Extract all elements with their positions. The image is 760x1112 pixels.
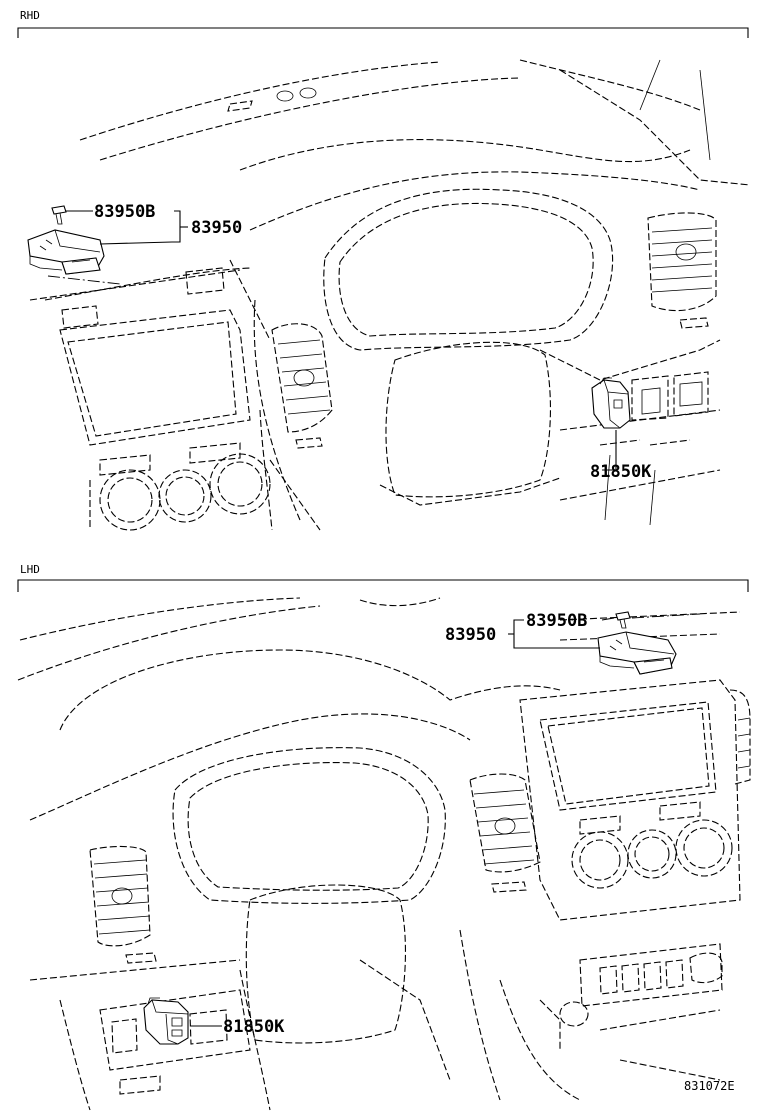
rhd-section-title: RHD — [20, 9, 40, 22]
rhd-label-83950b: 83950B — [94, 202, 155, 222]
lhd-label-83950b: 83950B — [526, 611, 587, 631]
lhd-section-bracket — [17, 579, 749, 592]
rhd-switch-assembly-83950 — [27, 229, 121, 285]
rhd-leader-lines — [66, 210, 617, 471]
lhd-section: LHD — [17, 563, 751, 1111]
rhd-section: RHD — [17, 9, 751, 531]
rhd-label-83950: 83950 — [191, 218, 242, 238]
rhd-switch-81850k — [591, 377, 631, 429]
rhd-section-bracket — [17, 27, 749, 38]
lhd-section-title: LHD — [20, 563, 40, 576]
lhd-switch-81850k — [143, 997, 189, 1045]
lhd-switch-assembly-83950 — [597, 631, 677, 675]
lhd-dashboard-drawing — [17, 597, 751, 1111]
lhd-clip-83950b — [615, 611, 701, 629]
rhd-label-81850k: 81850K — [590, 462, 652, 482]
lhd-leader-lines — [190, 617, 615, 1027]
lhd-label-81850k: 81850K — [223, 1017, 285, 1037]
lhd-label-83950: 83950 — [445, 625, 496, 645]
reference-code: 831072E — [684, 1079, 735, 1093]
rhd-clip-83950b — [51, 205, 67, 225]
rhd-dashboard-drawing — [29, 59, 751, 531]
